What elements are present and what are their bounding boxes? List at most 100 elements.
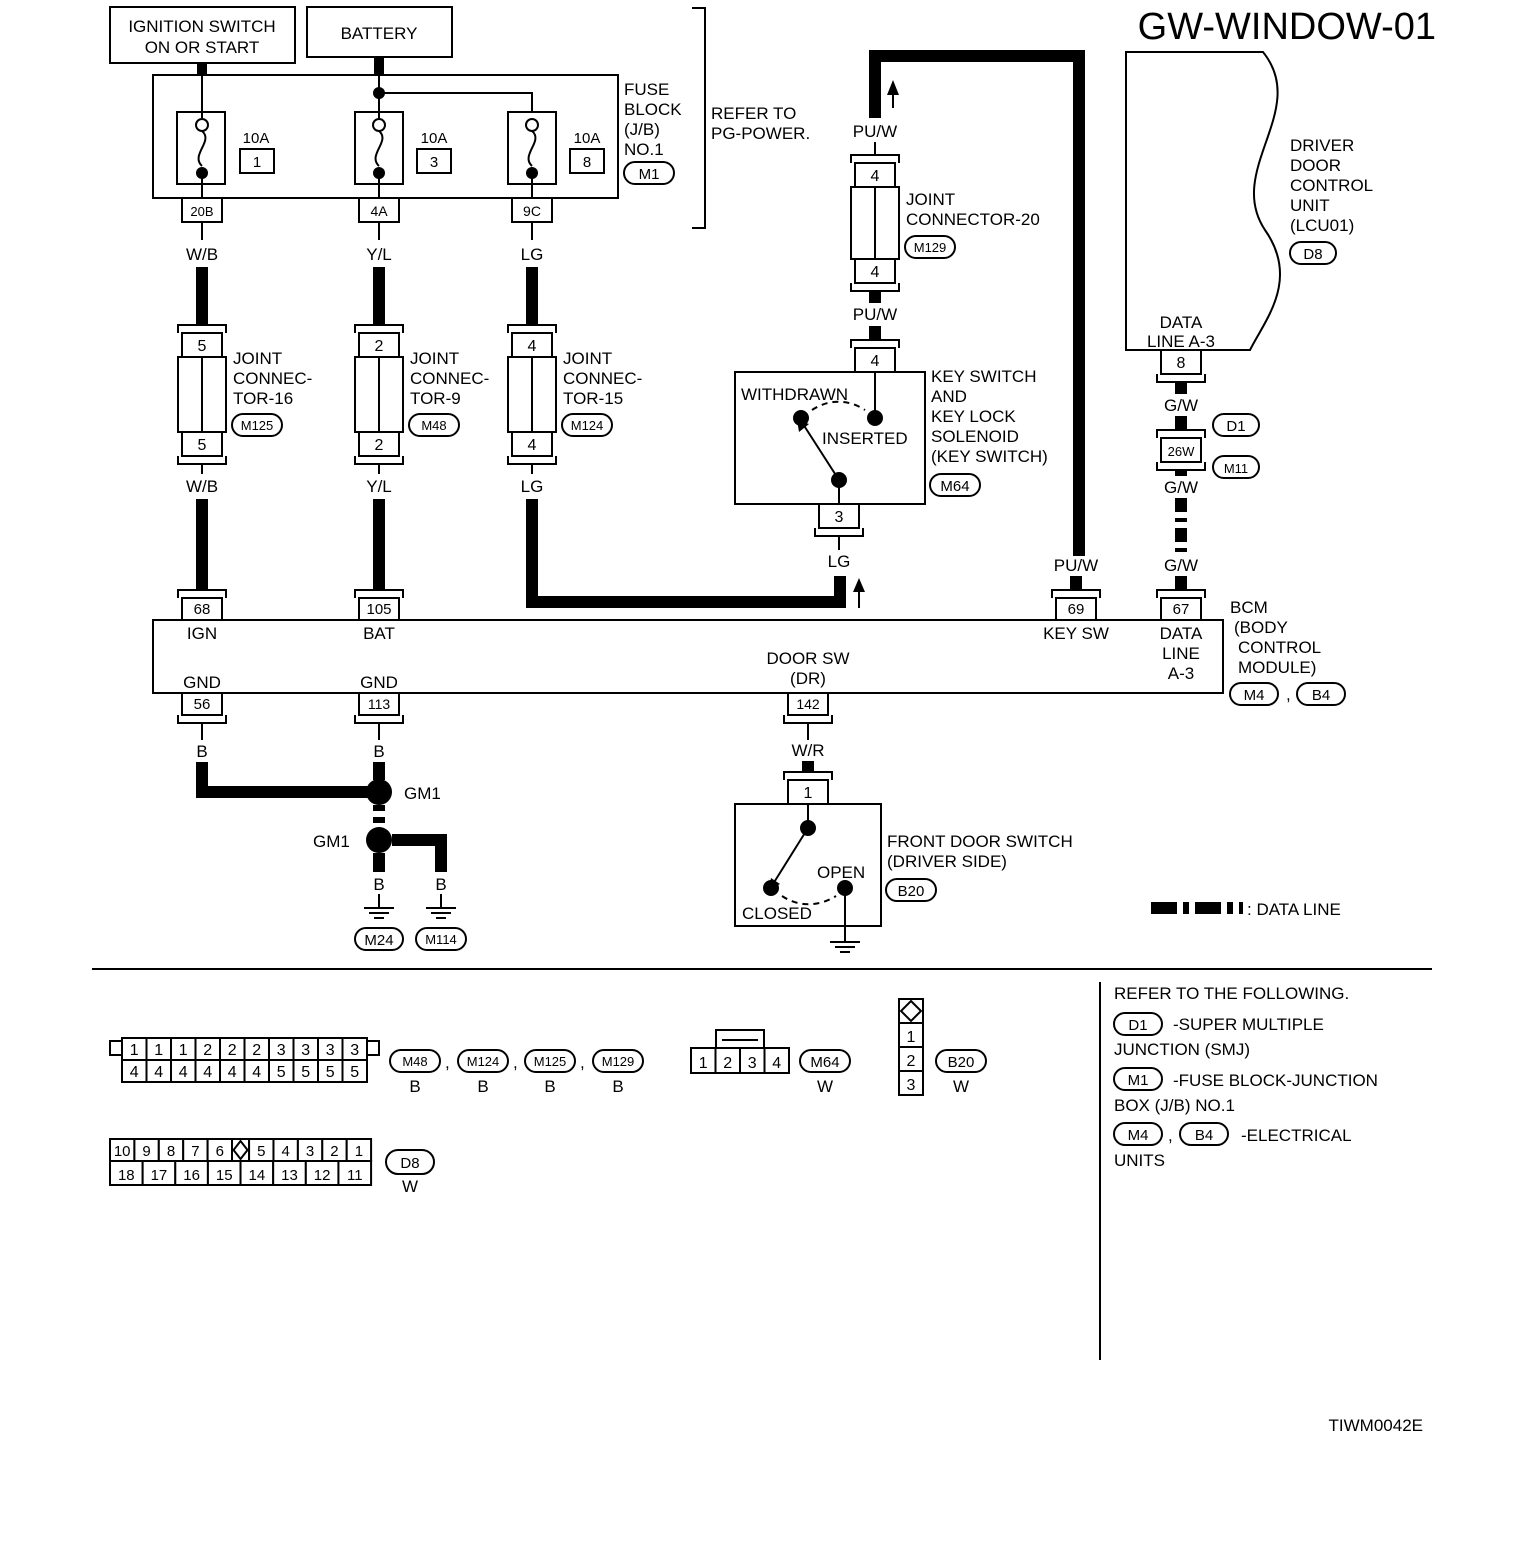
cv3-pin-2: 3 <box>907 1077 916 1094</box>
ignition-stub <box>197 63 207 75</box>
key-switch: 4 WITHDRAWN INSERTED 3 KEY SWITCH AND KE… <box>734 339 1048 537</box>
door-switch-wire: W/R <box>791 741 824 760</box>
gm1-label-a: GM1 <box>404 784 441 803</box>
wire-puw-loop <box>869 50 1085 556</box>
bcm-pin-67: 67 <box>1173 601 1190 618</box>
bcm-ign-label: IGN <box>187 624 217 643</box>
jc16-label-2: CONNEC- <box>233 369 312 388</box>
key-withdrawn: WITHDRAWN <box>741 385 848 404</box>
connector-view-m64-tag: M64 W <box>799 1049 851 1096</box>
fuse-1-number: 1 <box>253 154 261 171</box>
jc15-label-3: TOR-15 <box>563 389 623 408</box>
jc15-label-2: CONNEC- <box>563 369 642 388</box>
cv1-pin-top-1: 1 <box>154 1042 163 1059</box>
wire-ground-56 <box>196 762 368 798</box>
gnd-wire-right: B <box>435 875 446 894</box>
fuse-terminal-20B: 20B <box>181 197 223 223</box>
lcu-label-5: (LCU01) <box>1290 216 1354 235</box>
cv1-color-2: B <box>477 1077 488 1096</box>
lcu-wire-top: G/W <box>1164 396 1198 415</box>
jc15-connector: M124 <box>571 418 604 433</box>
fuse-block-connector: M1 <box>639 166 660 183</box>
m11-tag <box>1212 455 1260 479</box>
jc16-label-3: TOR-16 <box>233 389 293 408</box>
cv4-pin-top-8: 3 <box>306 1143 314 1160</box>
refer-tag-d1: D1 <box>1128 1017 1147 1034</box>
bcm-label-3: CONTROL <box>1238 638 1321 657</box>
door-switch-label-2: (DRIVER SIDE) <box>887 852 1007 871</box>
lcu-connector: D8 <box>1303 246 1322 263</box>
key-switch-label-4: SOLENOID <box>931 427 1019 446</box>
cv1-color-4: B <box>612 1077 623 1096</box>
connector-view-b20-tag: B20 W <box>935 1049 987 1096</box>
wire-lg-to-key-switch <box>526 499 846 608</box>
smj-pin-box <box>1160 437 1202 463</box>
fuse-block-label-2: BLOCK <box>624 100 682 119</box>
connector-view-b20: 123 <box>898 998 924 1096</box>
door-switch-label-1: FRONT DOOR SWITCH <box>887 832 1073 851</box>
refer-d1-text-2: JUNCTION (SMJ) <box>1114 1040 1250 1059</box>
bcm-pin-105: 105 <box>366 601 391 618</box>
lcu-label-4: UNIT <box>1290 196 1330 215</box>
lcu-data-line-1: DATA <box>1160 313 1203 332</box>
cv3-tag: B20 <box>948 1054 975 1071</box>
cv1-color-1: B <box>409 1077 420 1096</box>
joint-connector-16: 5 5 JOINT CONNEC- TOR-16 M125 <box>177 324 312 465</box>
cv1-pin-bottom-6: 5 <box>277 1064 286 1081</box>
bcm-connector-sep: , <box>1286 685 1291 704</box>
connector-view-m48-tags: M48 B , M124 B , M125 B , M129 B <box>389 1049 644 1096</box>
cv1-sep-2: , <box>513 1053 518 1072</box>
lcu-wire-bottom: G/W <box>1164 556 1198 575</box>
smj-m11: M11 <box>1224 461 1248 476</box>
joint-connector-20: 4 4 JOINT CONNECTOR-20 M129 <box>850 154 1040 292</box>
ignition-label-1: IGNITION SWITCH <box>128 17 275 36</box>
fuse-block-label-1: FUSE <box>624 80 669 99</box>
refer-m1-text-1: -FUSE BLOCK-JUNCTION <box>1173 1071 1378 1090</box>
fuse-8-number: 8 <box>583 154 591 171</box>
bcm-connector-b4: B4 <box>1312 687 1330 704</box>
fuse-block-label-4: NO.1 <box>624 140 664 159</box>
ignition-switch-source: IGNITION SWITCH ON OR START <box>109 6 296 64</box>
driver-door-control-unit: DRIVER DOOR CONTROL UNIT (LCU01) D8 DATA… <box>1125 51 1373 383</box>
jc20-wire-top: PU/W <box>853 122 897 141</box>
fuse-block: 10A 1 10A 3 10A 8 FUSE BLOCK (J/B) NO.1 … <box>152 74 682 199</box>
cv4-pin-bottom-0: 18 <box>118 1167 135 1184</box>
cv4-pin-top-1: 9 <box>142 1143 150 1160</box>
jc9-label-1: JOINT <box>410 349 459 368</box>
bcm-module: 68 105 69 67 IGN BAT KEY SW DATA LINE A-… <box>152 589 1346 724</box>
cv1-tag-3: M125 <box>534 1054 567 1069</box>
cv4-pin-bottom-3: 15 <box>216 1167 233 1184</box>
joint-connector-15: 4 4 JOINT CONNEC- TOR-15 M124 <box>507 324 642 465</box>
key-switch-wire: LG <box>828 552 851 571</box>
cv1-pin-top-8: 3 <box>326 1042 335 1059</box>
key-switch-connector: M64 <box>940 478 969 495</box>
cv4-pin-top-3: 7 <box>191 1143 199 1160</box>
fuse-1-amps: 10A <box>243 130 270 147</box>
cv4-pin-bottom-5: 13 <box>281 1167 298 1184</box>
fuse-3-number: 3 <box>430 154 438 171</box>
terminal-4A-label: 4A <box>370 203 388 219</box>
bcm-pin-113: 113 <box>368 696 391 712</box>
cv4-pin-top-2: 8 <box>167 1143 175 1160</box>
cv1-pin-bottom-7: 5 <box>301 1064 310 1081</box>
cv4-pin-top-4: 6 <box>216 1143 224 1160</box>
wire-label-wb-2: W/B <box>186 477 218 496</box>
cv1-sep-3: , <box>580 1053 585 1072</box>
fuse-3-amps: 10A <box>421 130 448 147</box>
bcm-pin-56: 56 <box>194 696 211 713</box>
bcm-label-2: (BODY <box>1234 618 1288 637</box>
lcu-label-2: DOOR <box>1290 156 1341 175</box>
jc16-pin-bottom: 5 <box>198 437 207 454</box>
refer-sep: , <box>1168 1126 1173 1145</box>
wire-label-wb-1: W/B <box>186 245 218 264</box>
jc15-pin-top: 4 <box>528 338 537 355</box>
jc9-pin-top: 2 <box>375 338 384 355</box>
refer-tag-b4: B4 <box>1195 1127 1213 1144</box>
jc15-label-1: JOINT <box>563 349 612 368</box>
fuse-block-label-3: (J/B) <box>624 120 660 139</box>
refer-heading: REFER TO THE FOLLOWING. <box>1114 984 1349 1003</box>
cv4-pin-bottom-7: 11 <box>347 1167 363 1184</box>
lcu-pin: 8 <box>1177 355 1186 372</box>
smj-connector: D1 <box>1226 418 1245 435</box>
